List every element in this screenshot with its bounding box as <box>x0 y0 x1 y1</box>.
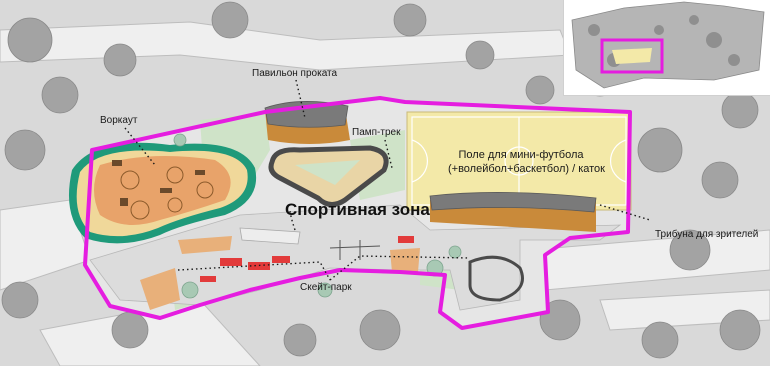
spectator-stands <box>429 192 597 232</box>
green-trees <box>173 133 462 299</box>
workout-label: Воркаут <box>100 115 138 126</box>
field-label-line2: (+волейбол+баскетбол) / каток <box>448 163 605 175</box>
skate-park <box>140 227 524 310</box>
locator-map <box>564 0 770 95</box>
workout-area <box>68 142 257 244</box>
pumptrack-label: Памп-трек <box>352 127 401 138</box>
field-label-line1: Поле для мини-футбола <box>458 149 584 161</box>
site-boundary <box>83 96 632 330</box>
skatepark-label: Скейт-парк <box>300 282 352 293</box>
tree-cluster-icon <box>1 1 761 359</box>
locator-rectangle <box>600 38 664 74</box>
pavilion-label: Павильон проката <box>252 68 338 79</box>
sports-zone-title: Спортивная зона <box>285 200 430 219</box>
stands-label: Трибуна для зрителей <box>655 229 759 240</box>
rental-pavilion <box>264 101 350 144</box>
locator-inset <box>563 0 770 96</box>
pump-track <box>268 145 389 207</box>
leader-lines <box>124 79 651 281</box>
